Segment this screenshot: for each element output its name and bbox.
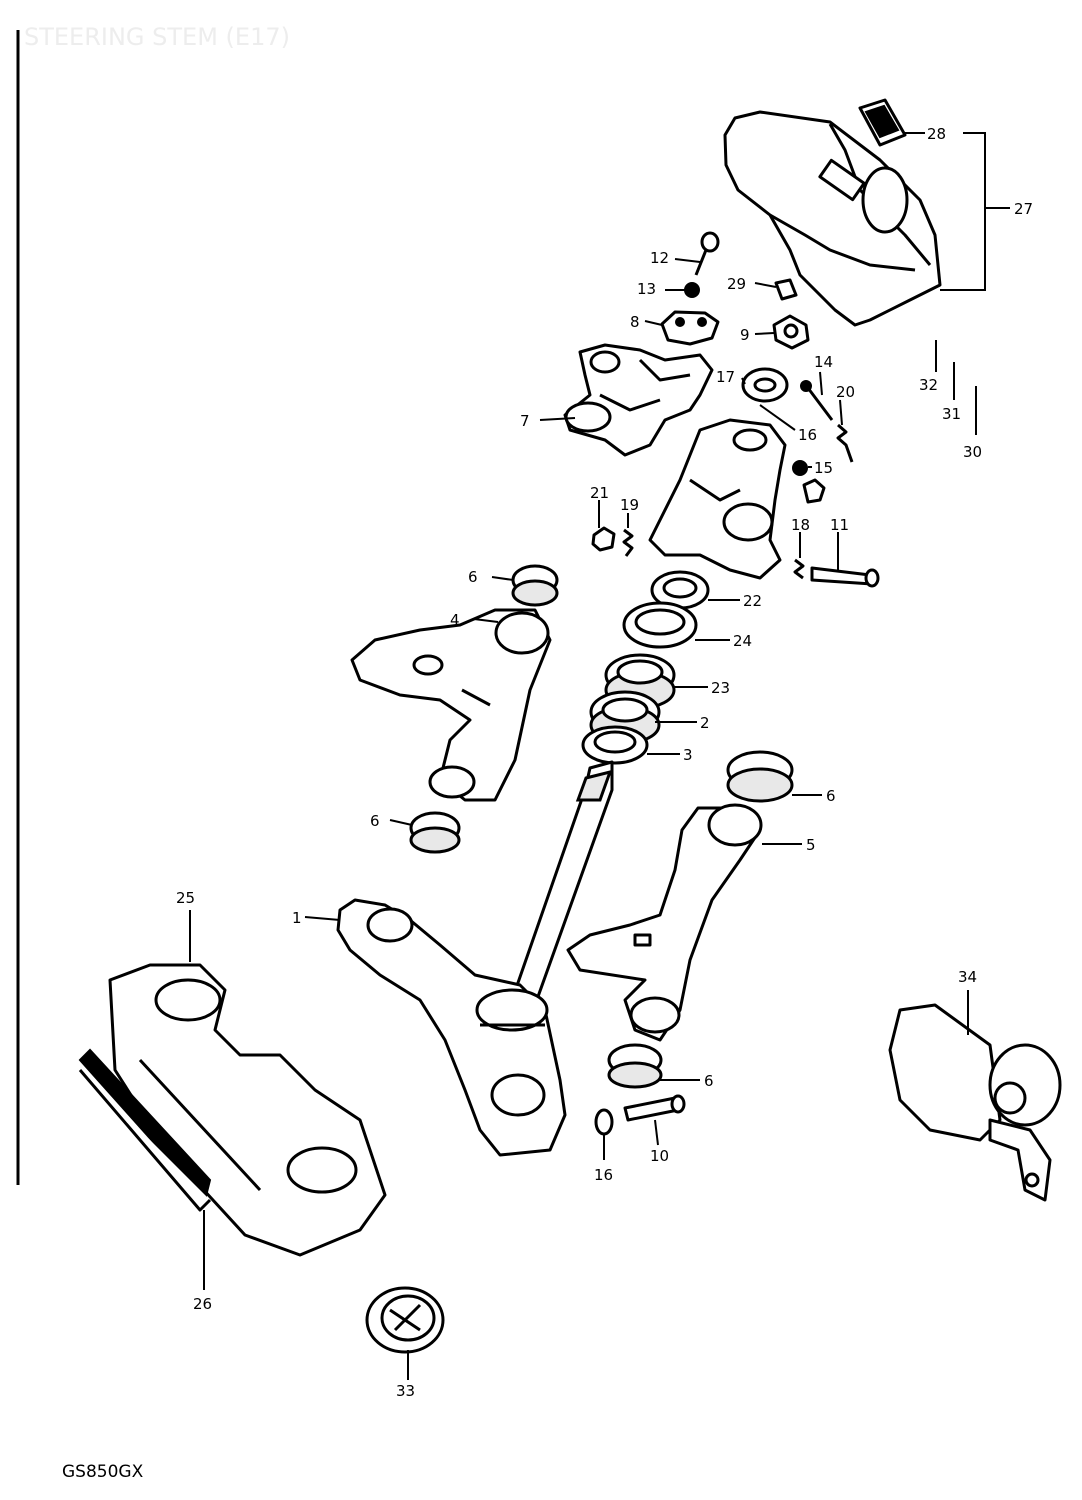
callout-16-lower: 16 xyxy=(594,1166,613,1184)
callout-19: 19 xyxy=(620,496,639,514)
part-26-plate xyxy=(78,1048,212,1212)
part-33-cap xyxy=(365,1286,445,1354)
callout-13: 13 xyxy=(637,280,656,298)
callout-33: 33 xyxy=(396,1382,415,1400)
part-27-handlebar-cover xyxy=(723,110,942,327)
part-8-handlebar-holder xyxy=(660,310,720,346)
part-7-lower-clamp xyxy=(648,418,787,580)
callout-27: 27 xyxy=(1014,200,1033,218)
callout-17: 17 xyxy=(716,368,735,386)
part-5-fork-bracket-right xyxy=(566,803,763,1042)
part-1-steering-stem xyxy=(336,760,614,1157)
part-17-washer xyxy=(741,367,789,403)
part-7-upper-bracket xyxy=(563,343,714,457)
part-21-nut xyxy=(591,526,616,552)
part-34-steering-lock xyxy=(888,1003,1062,1202)
callout-8: 8 xyxy=(630,313,640,331)
callout-21: 21 xyxy=(590,484,609,502)
callout-28: 28 xyxy=(927,125,946,143)
callout-5: 5 xyxy=(806,836,816,854)
part-6-ring-c xyxy=(726,750,794,803)
part-11-bolt xyxy=(810,566,880,588)
part-9-nut xyxy=(772,314,810,350)
callout-6-a: 6 xyxy=(468,568,478,586)
callout-22: 22 xyxy=(743,592,762,610)
callout-9: 9 xyxy=(740,326,750,344)
callout-20: 20 xyxy=(836,383,855,401)
callout-labels: 28 27 12 13 29 8 9 32 31 30 14 17 20 7 1… xyxy=(176,125,1033,1400)
part-12-bolt xyxy=(694,231,720,276)
callout-1: 1 xyxy=(292,909,302,927)
callout-14: 14 xyxy=(814,353,833,371)
callout-10: 10 xyxy=(650,1147,669,1165)
part-19-spring xyxy=(622,528,634,557)
part-29-clip xyxy=(774,278,798,301)
callout-34: 34 xyxy=(958,968,977,986)
part-10-bolt xyxy=(623,1094,686,1122)
model-code: GS850GX xyxy=(62,1462,144,1482)
callout-30: 30 xyxy=(963,443,982,461)
callout-6-d: 6 xyxy=(704,1072,714,1090)
leader-lines xyxy=(189,132,1010,1380)
callout-16-upper: 16 xyxy=(798,426,817,444)
part-24-washer xyxy=(622,601,698,649)
callout-12: 12 xyxy=(650,249,669,267)
part-28-emblem xyxy=(858,98,907,147)
callout-24: 24 xyxy=(733,632,752,650)
callout-3: 3 xyxy=(683,746,693,764)
part-25-lower-cover xyxy=(108,963,387,1257)
part-18-washer xyxy=(793,558,805,580)
callout-31: 31 xyxy=(942,405,961,423)
part-20-spring xyxy=(836,423,854,463)
part-6-ring-b xyxy=(409,811,461,854)
callout-2: 2 xyxy=(700,714,710,732)
diagram-title: STEERING STEM (E17) xyxy=(24,23,290,51)
part-6-ring-d xyxy=(607,1043,663,1089)
callout-4: 4 xyxy=(450,611,460,629)
part-14-bolt xyxy=(800,380,834,421)
callout-7: 7 xyxy=(520,412,530,430)
part-6-ring-a xyxy=(511,564,559,607)
part-13-washer xyxy=(684,282,700,298)
callout-23: 23 xyxy=(711,679,730,697)
callout-15: 15 xyxy=(814,459,833,477)
part-3-race xyxy=(581,725,649,765)
callout-29: 29 xyxy=(727,275,746,293)
callout-11: 11 xyxy=(830,516,849,534)
callout-32: 32 xyxy=(919,376,938,394)
part-16-washer-upper xyxy=(792,460,808,476)
part-15-nut xyxy=(802,478,826,504)
part-4-fork-bracket-left xyxy=(350,608,552,802)
callout-25: 25 xyxy=(176,889,195,907)
callout-18: 18 xyxy=(791,516,810,534)
callout-6-c: 6 xyxy=(826,787,836,805)
callout-26: 26 xyxy=(193,1295,212,1313)
part-16-washer-lower xyxy=(594,1108,614,1136)
callout-6-b: 6 xyxy=(370,812,380,830)
